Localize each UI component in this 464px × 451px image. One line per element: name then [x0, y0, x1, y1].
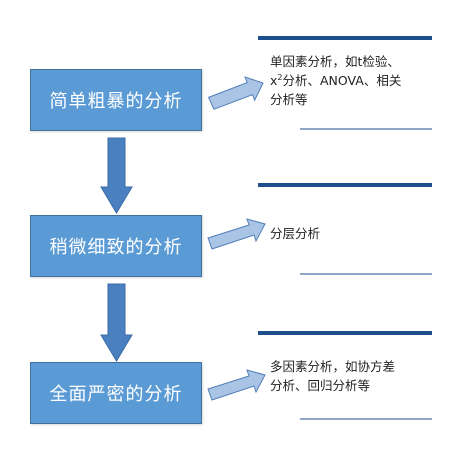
note-2-line-1: 分层分析	[270, 226, 321, 241]
down-arrow-2	[100, 283, 133, 362]
down-arrow-1	[100, 137, 133, 214]
note-2: 分层分析	[270, 224, 445, 243]
note-3-line-1: 多因素分析，如协方差	[270, 359, 396, 374]
side-arrow-3	[207, 369, 266, 401]
note-3-top-rule	[258, 331, 432, 335]
note-1-line-2: x2分析、ANOVA、相关	[270, 71, 445, 90]
step-2-label: 稍微细致的分析	[49, 237, 183, 258]
side-arrow-1	[207, 76, 264, 110]
note-3-line-2: 分析、回归分析等	[270, 378, 371, 393]
step-1-label: 简单粗暴的分析	[49, 91, 183, 112]
note-1-line-1: 单因素分析，如t检验、	[270, 54, 400, 69]
note-3: 多因素分析，如协方差 分析、回归分析等	[270, 357, 445, 395]
note-1-line-2-text: x2分析、ANOVA、相关	[270, 72, 402, 88]
step-box-2: 稍微细致的分析	[30, 215, 202, 277]
step-3-label: 全面严密的分析	[49, 384, 183, 405]
step-box-1: 简单粗暴的分析	[30, 69, 202, 131]
note-1: 单因素分析，如t检验、 x2分析、ANOVA、相关 分析等	[270, 52, 445, 109]
note-1-top-rule	[258, 36, 432, 40]
note-2-top-rule	[258, 183, 432, 187]
step-box-3: 全面严密的分析	[30, 362, 202, 424]
side-arrow-2	[207, 218, 266, 250]
note-1-line-3: 分析等	[270, 92, 308, 107]
